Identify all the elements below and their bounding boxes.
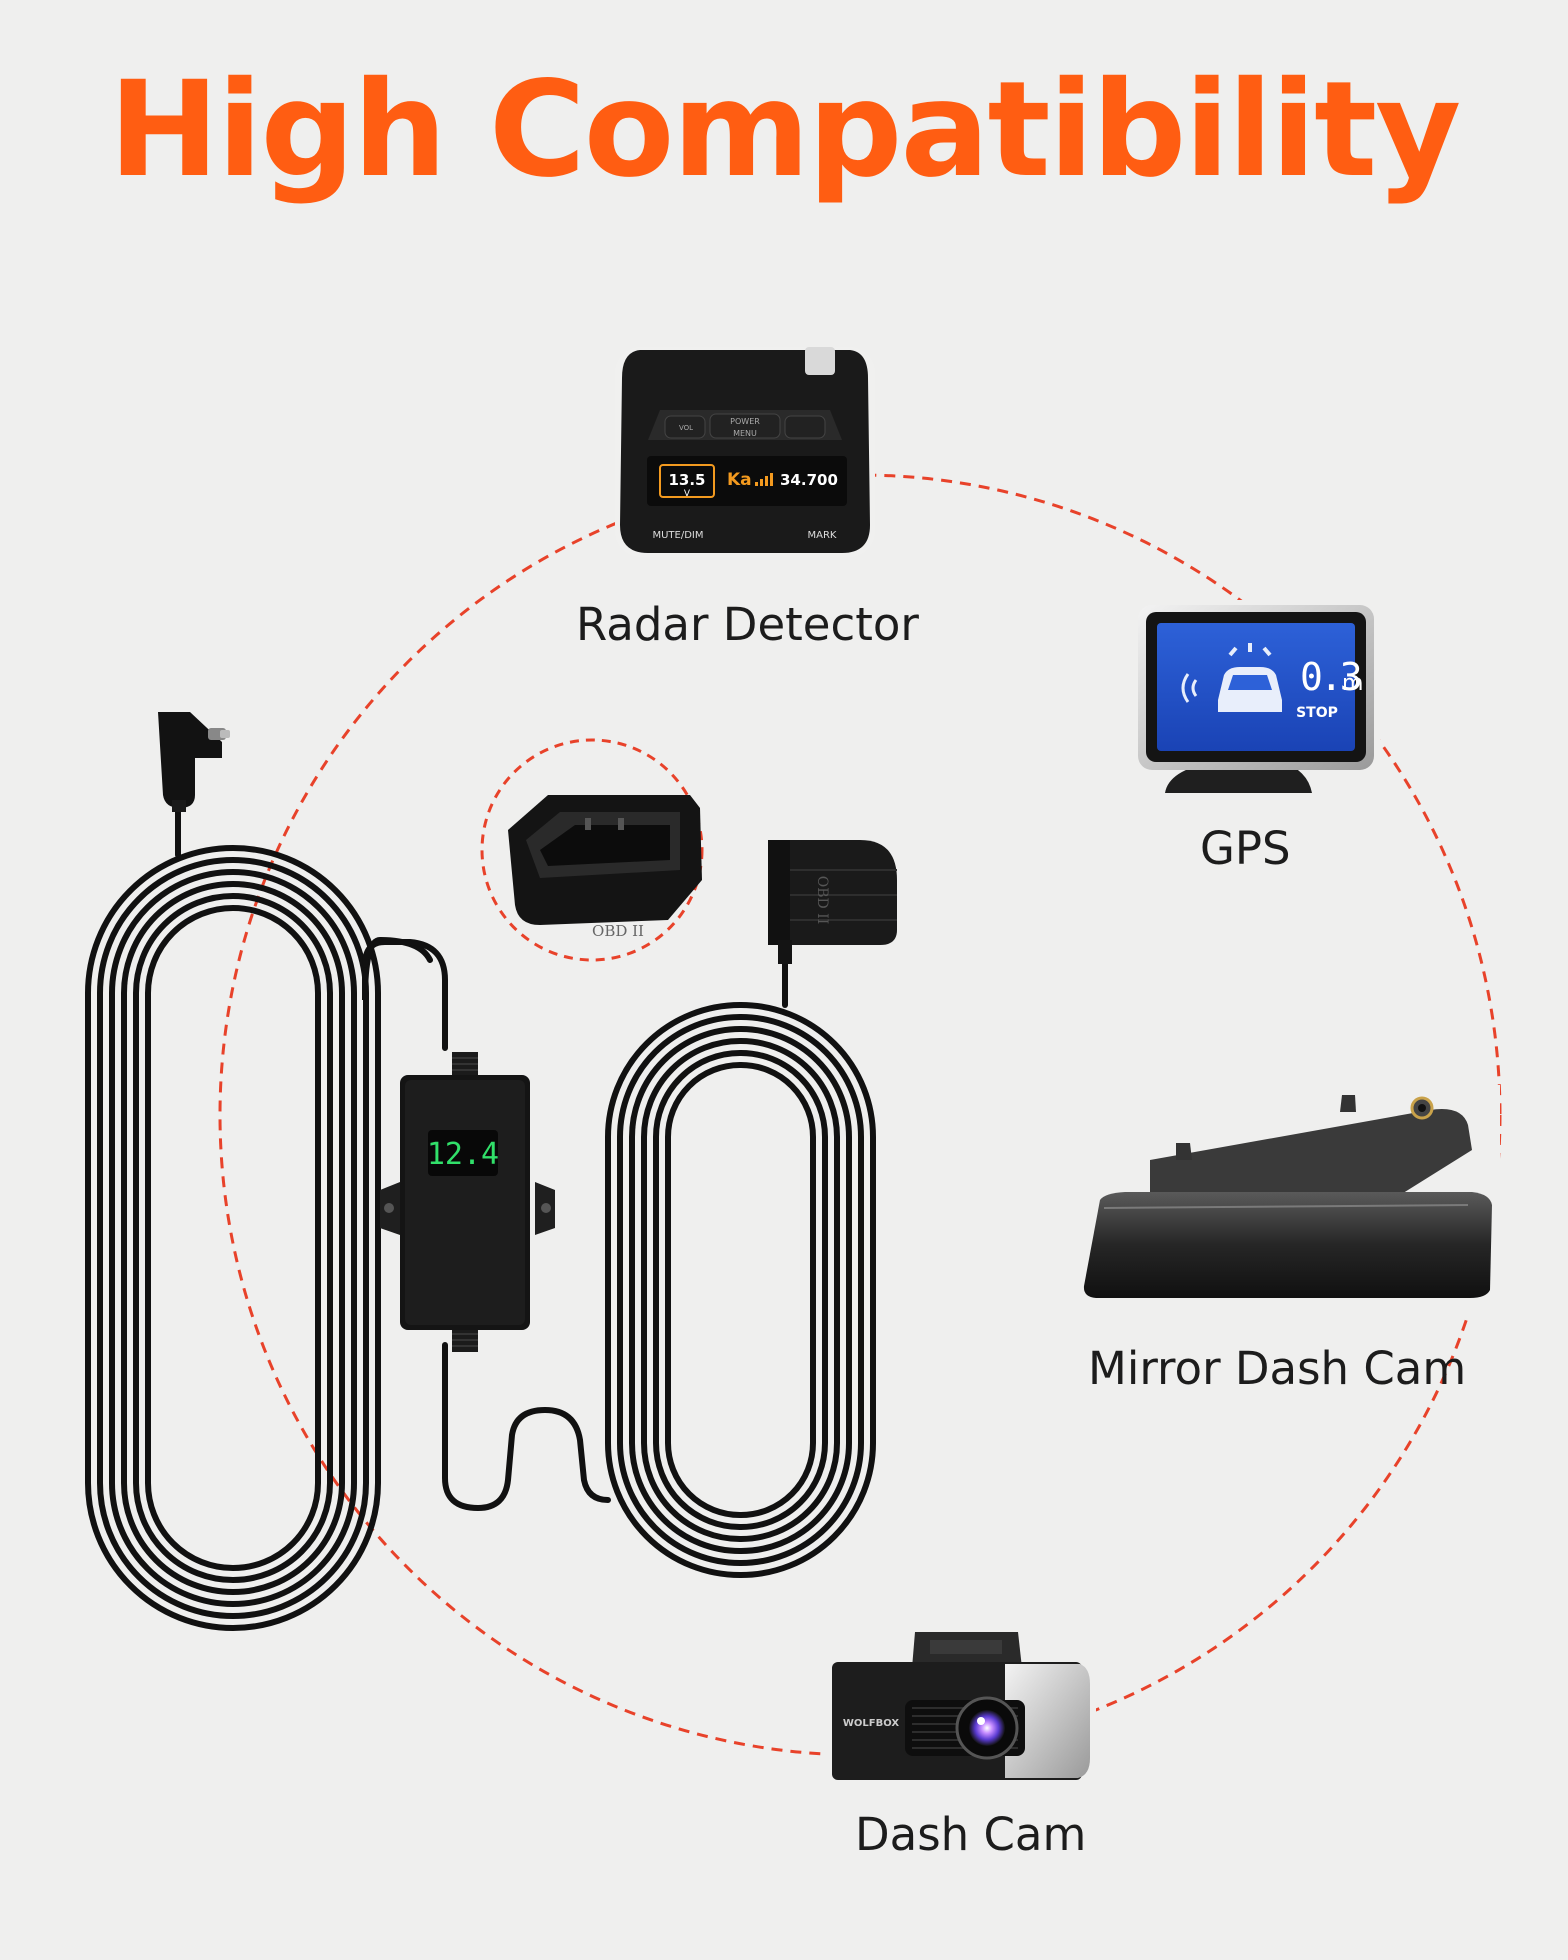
radar-voltage: 13.5 [668, 471, 705, 489]
radar-voltage-unit: V [684, 489, 691, 499]
radar-mute-button: MUTE/DIM [652, 530, 703, 541]
radar-frequency: 34.700 [780, 471, 838, 489]
radar-band: Ka [727, 470, 752, 490]
dash-cam-brand: WOLFBOX [843, 1718, 900, 1729]
voltmeter-reading: 12.4 [427, 1137, 499, 1172]
radar-mark-button: MARK [808, 530, 837, 541]
coiled-cable-icon [85, 845, 381, 1631]
radar-vol-label: VOL [679, 424, 693, 432]
usb-c-plug-icon [158, 712, 230, 812]
gps-status: STOP [1296, 705, 1338, 721]
parking-sensor-display-icon: 0.3 m STOP [1130, 600, 1380, 810]
radar-menu-label: MENU [733, 429, 757, 438]
gps-label: GPS [1200, 822, 1291, 875]
obd-plug-label: OBD II [814, 876, 830, 925]
mirror-dash-cam-label: Mirror Dash Cam [1088, 1342, 1467, 1395]
headline: High Compatibility [108, 53, 1462, 207]
coiled-cable-icon [605, 1002, 876, 1578]
dash-cam-label: Dash Cam [855, 1808, 1087, 1861]
radar-detector-icon: POWER MENU VOL 13.5 V Ka 34.700 MUTE/DIM… [615, 347, 875, 557]
gps-distance-unit: m [1342, 671, 1363, 696]
obd-port-icon: OBD II [480, 738, 704, 962]
radar-power-label: POWER [730, 417, 760, 426]
dash-cam-icon: WOLFBOX [828, 1620, 1096, 1786]
gps-distance: 0.3 [1300, 655, 1361, 699]
obd-plug-icon: OBD II [768, 840, 897, 964]
voltmeter-box-icon: 12.4 [380, 1052, 555, 1352]
radar-detector-label: Radar Detector [576, 598, 919, 651]
obd-port-label: OBD II [592, 922, 644, 940]
mirror-dash-cam-icon [1080, 1085, 1500, 1315]
